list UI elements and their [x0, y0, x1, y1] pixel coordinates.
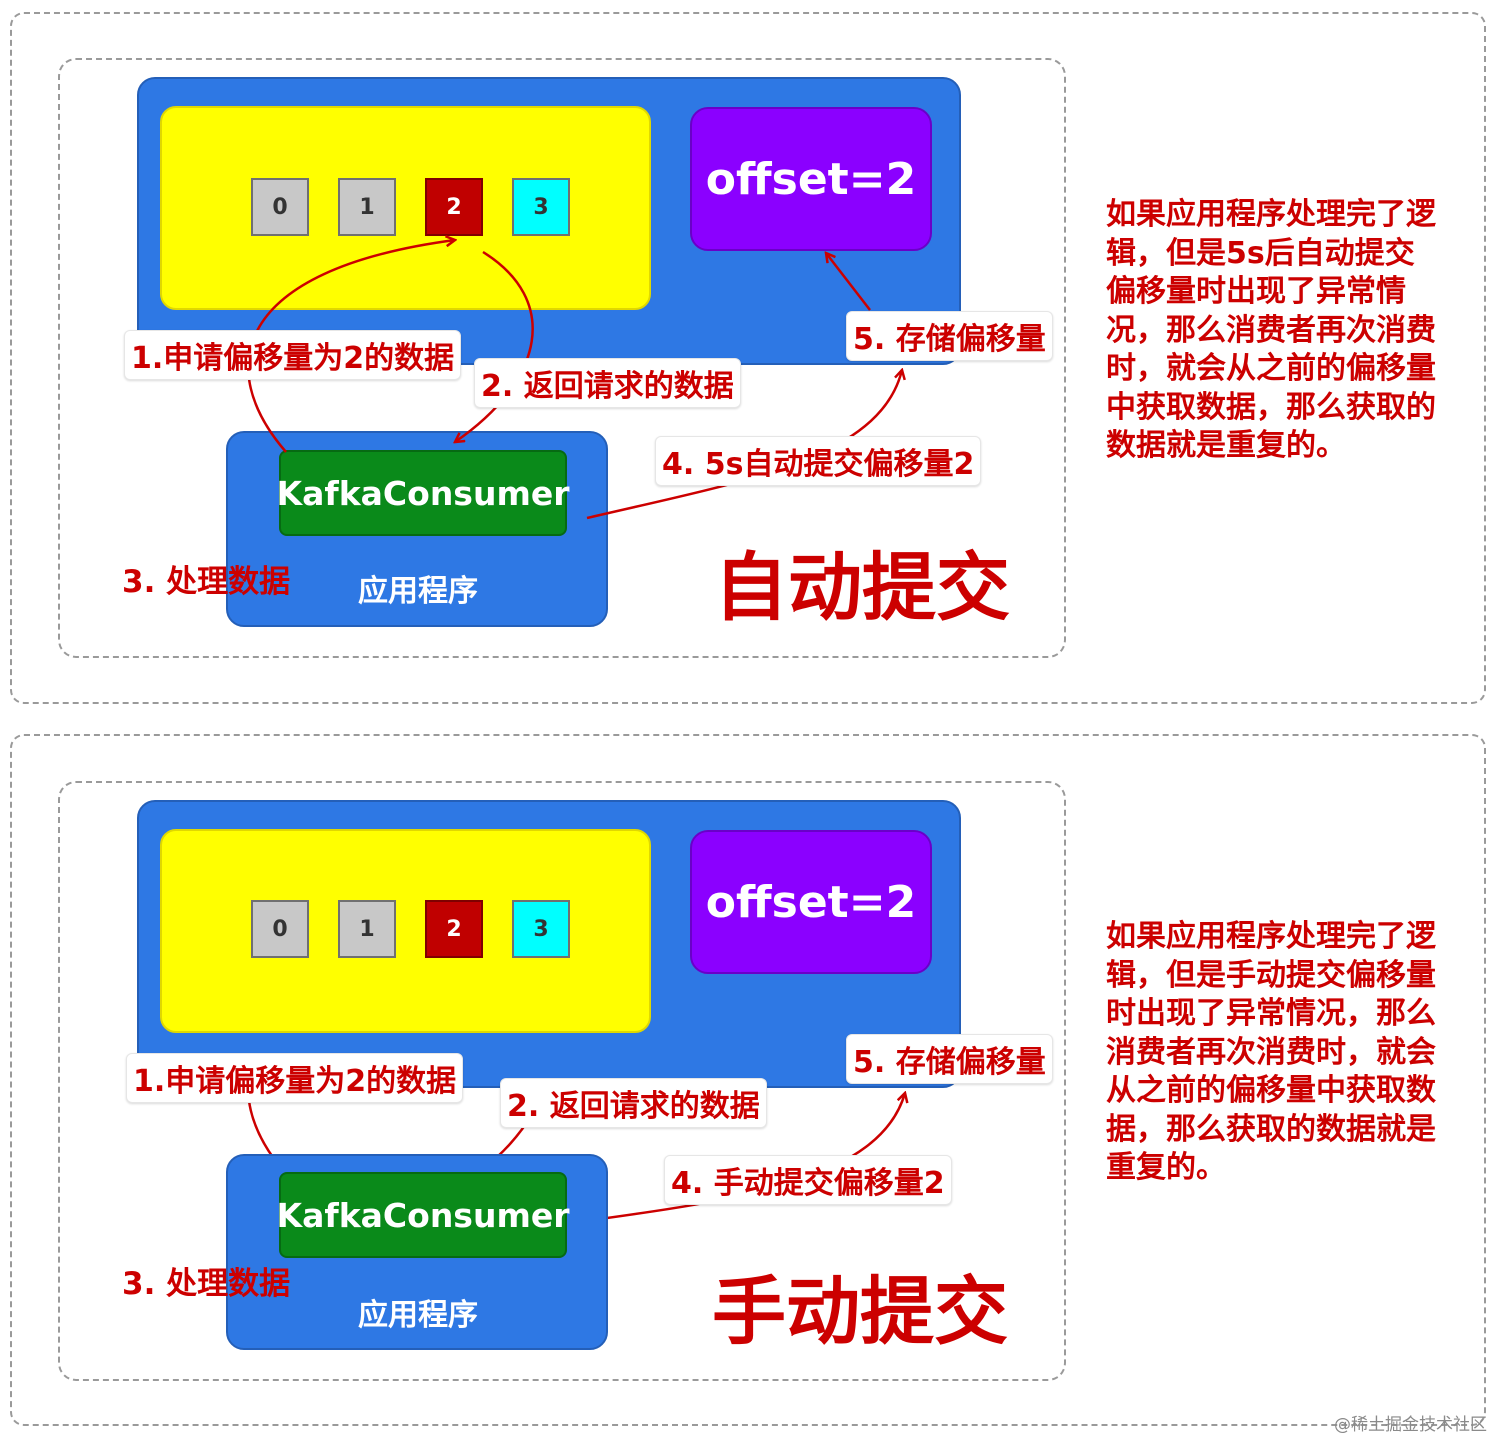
message-0: 0	[251, 900, 309, 958]
step-4-label: 4. 5s自动提交偏移量2	[655, 436, 982, 486]
message-3: 3	[512, 900, 570, 958]
manual-commit-diagram-frame	[58, 781, 1066, 1381]
step-3-label: 3. 处理数据	[122, 1266, 291, 1302]
auto-commit-diagram-frame	[58, 58, 1066, 658]
partition-box	[160, 106, 651, 310]
step-5-label: 5. 存储偏移量	[846, 1034, 1053, 1084]
message-3: 3	[512, 178, 570, 236]
manual-commit-title: 手动提交	[712, 1269, 1008, 1355]
step-2-label: 2. 返回请求的数据	[500, 1078, 767, 1128]
offset-store-box: offset=2	[690, 830, 932, 974]
step-3-label: 3. 处理数据	[122, 564, 291, 600]
kafka-consumer-box: KafkaConsumer	[277, 450, 570, 536]
auto-commit-note: 如果应用程序处理完了逻辑，但是5s后自动提交偏移量时出现了异常情况，那么消费者再…	[1106, 197, 1436, 463]
manual-commit-note: 如果应用程序处理完了逻辑，但是手动提交偏移量时出现了异常情况，那么消费者再次消费…	[1106, 919, 1436, 1185]
message-0: 0	[251, 178, 309, 236]
message-2: 2	[425, 178, 483, 236]
auto-commit-title: 自动提交	[714, 545, 1010, 631]
step-2-label: 2. 返回请求的数据	[474, 358, 741, 408]
message-1: 1	[338, 178, 396, 236]
kafka-consumer-box: KafkaConsumer	[277, 1172, 570, 1258]
message-2: 2	[425, 900, 483, 958]
application-label: 应用程序	[358, 1298, 478, 1333]
watermark: @稀土掘金技术社区	[1334, 1415, 1487, 1435]
offset-store-box: offset=2	[690, 107, 932, 251]
step-4-label: 4. 手动提交偏移量2	[664, 1155, 952, 1205]
step-5-label: 5. 存储偏移量	[846, 311, 1053, 361]
message-1: 1	[338, 900, 396, 958]
partition-box	[160, 829, 651, 1033]
step-1-label: 1.申请偏移量为2的数据	[126, 1053, 464, 1103]
manual-commit-panel	[10, 734, 1486, 1426]
step-1-label: 1.申请偏移量为2的数据	[124, 330, 462, 380]
application-label: 应用程序	[358, 574, 478, 609]
auto-commit-panel	[10, 12, 1486, 704]
